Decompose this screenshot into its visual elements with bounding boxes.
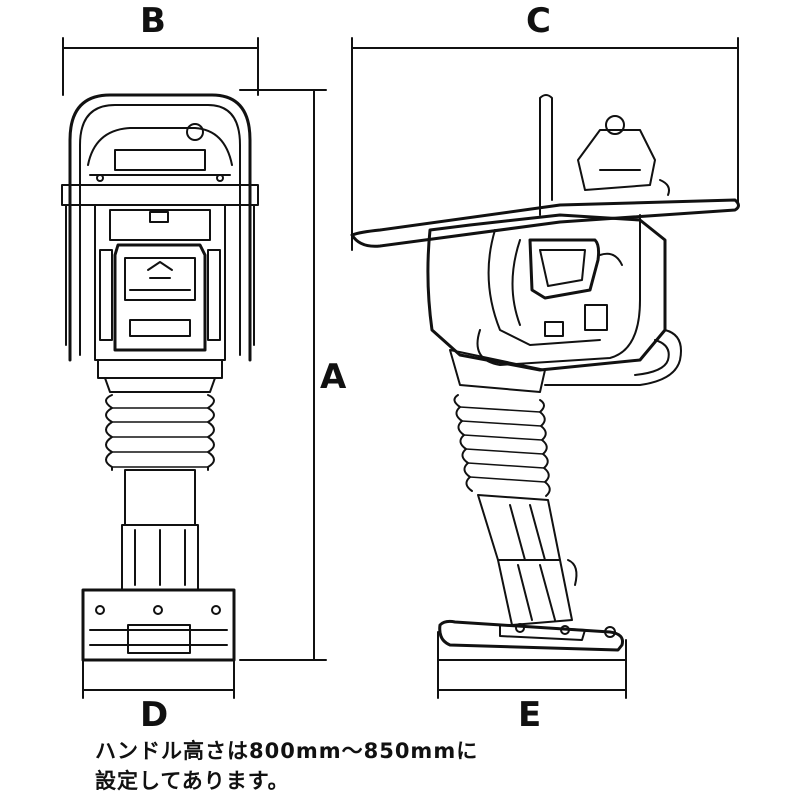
front-view-rammer bbox=[61, 93, 259, 662]
side-view-rammer bbox=[350, 94, 740, 661]
dimension-d bbox=[82, 659, 235, 699]
dimension-a bbox=[239, 89, 327, 661]
label-c: C bbox=[526, 1, 551, 41]
label-d: D bbox=[140, 695, 169, 735]
note-line-2: 設定してあります。 bbox=[95, 769, 290, 793]
dimension-b bbox=[62, 37, 259, 96]
label-e: E bbox=[518, 695, 542, 735]
label-b: B bbox=[140, 1, 166, 41]
dimension-c bbox=[351, 37, 739, 251]
dimension-e bbox=[437, 659, 627, 699]
label-a: A bbox=[320, 357, 347, 397]
note-line-1: ハンドル高さは800mm～850mmに bbox=[95, 739, 479, 763]
